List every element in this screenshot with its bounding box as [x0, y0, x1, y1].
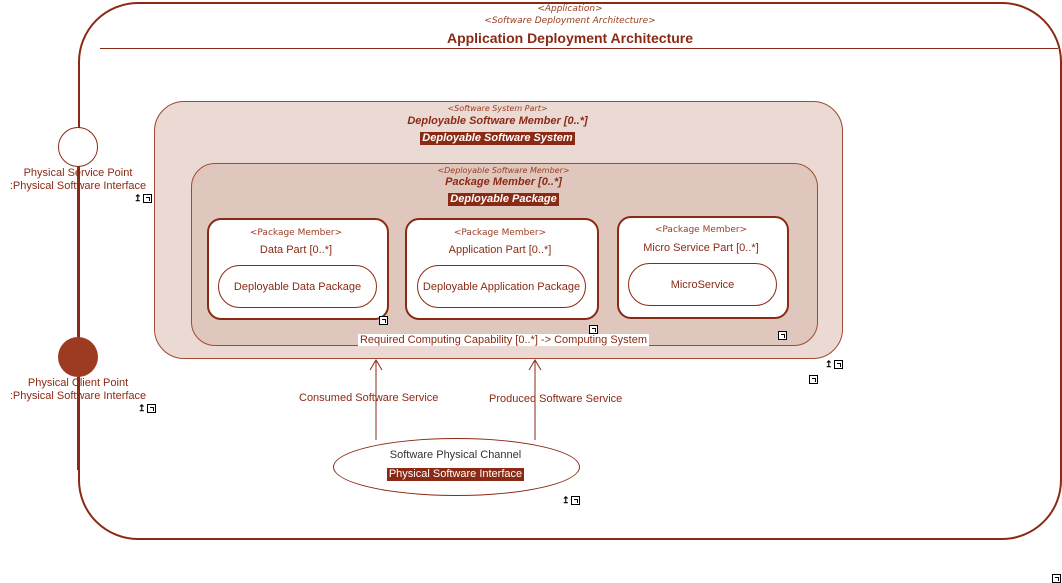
system-part-name: Deployable Software Member [0..*]	[407, 115, 588, 127]
frame-header-divider	[100, 48, 1058, 49]
connector-layer	[77, 165, 542, 470]
produced-software-service-label: Produced Software Service	[489, 393, 623, 405]
physical-client-point-port[interactable]	[58, 337, 98, 377]
channel-nav-icons[interactable]: ↥	[562, 496, 580, 505]
micro-service-part-name: Micro Service Part [0..*]	[643, 242, 759, 254]
expand-icon[interactable]	[142, 194, 152, 203]
deployable-application-package[interactable]: Deployable Application Package	[417, 265, 586, 308]
required-computing-capability: Required Computing Capability [0..*] -> …	[357, 334, 650, 346]
channel-type: Physical Software Interface	[386, 468, 525, 481]
package-member-type: Deployable Package	[448, 193, 559, 206]
produced-flow-arrowhead	[528, 359, 542, 371]
physical-service-point-type: :Physical Software Interface	[9, 180, 147, 192]
service-point-nav-icons[interactable]: ↥	[134, 194, 152, 203]
package-member-name: Package Member [0..*]	[445, 176, 562, 188]
package-member-expand-icon[interactable]	[809, 375, 818, 384]
micro-service-part-stereotype: <Package Member>	[654, 225, 748, 235]
navigate-up-icon[interactable]: ↥	[134, 193, 142, 203]
software-physical-channel[interactable]	[333, 438, 580, 496]
consumed-software-service-label: Consumed Software Service	[299, 392, 439, 404]
expand-icon[interactable]	[833, 360, 843, 369]
micro-service-part-expand-icon[interactable]	[778, 331, 787, 340]
package-member-stereotype: <Deployable Software Member>	[437, 166, 570, 175]
data-part-expand-icon[interactable]	[379, 316, 388, 325]
physical-client-point-label: Physical Client Point	[27, 377, 129, 389]
system-part-stereotype: <Software System Part>	[447, 104, 548, 113]
diagram-title: Application Deployment Architecture	[446, 30, 694, 46]
application-part-expand-icon[interactable]	[589, 325, 598, 334]
physical-service-point-port[interactable]	[58, 127, 98, 167]
channel-name: Software Physical Channel	[389, 449, 522, 461]
expand-icon[interactable]	[570, 496, 580, 505]
data-part-stereotype: <Package Member>	[249, 228, 343, 238]
microservice[interactable]: MicroService	[628, 263, 777, 306]
physical-client-point-type: :Physical Software Interface	[9, 390, 147, 402]
navigate-up-icon[interactable]: ↥	[138, 403, 146, 413]
application-part-stereotype: <Package Member>	[453, 228, 547, 238]
deployable-data-package[interactable]: Deployable Data Package	[218, 265, 377, 308]
navigate-up-icon[interactable]: ↥	[825, 359, 833, 369]
data-part-name: Data Part [0..*]	[259, 244, 333, 256]
expand-icon[interactable]	[146, 404, 156, 413]
system-part-nav-icons[interactable]: ↥	[825, 360, 843, 369]
navigate-up-icon[interactable]: ↥	[562, 495, 570, 505]
frame-expand-icon[interactable]	[1052, 574, 1061, 583]
application-part-name: Application Part [0..*]	[448, 244, 552, 256]
consumed-flow-arrowhead	[369, 359, 383, 371]
system-part-type: Deployable Software System	[420, 132, 575, 145]
client-point-nav-icons[interactable]: ↥	[138, 404, 156, 413]
physical-service-point-label: Physical Service Point	[23, 167, 133, 179]
frame-stereotype-architecture: <Software Deployment Architecture>	[484, 16, 656, 26]
frame-stereotype-application: <Application>	[537, 4, 603, 14]
